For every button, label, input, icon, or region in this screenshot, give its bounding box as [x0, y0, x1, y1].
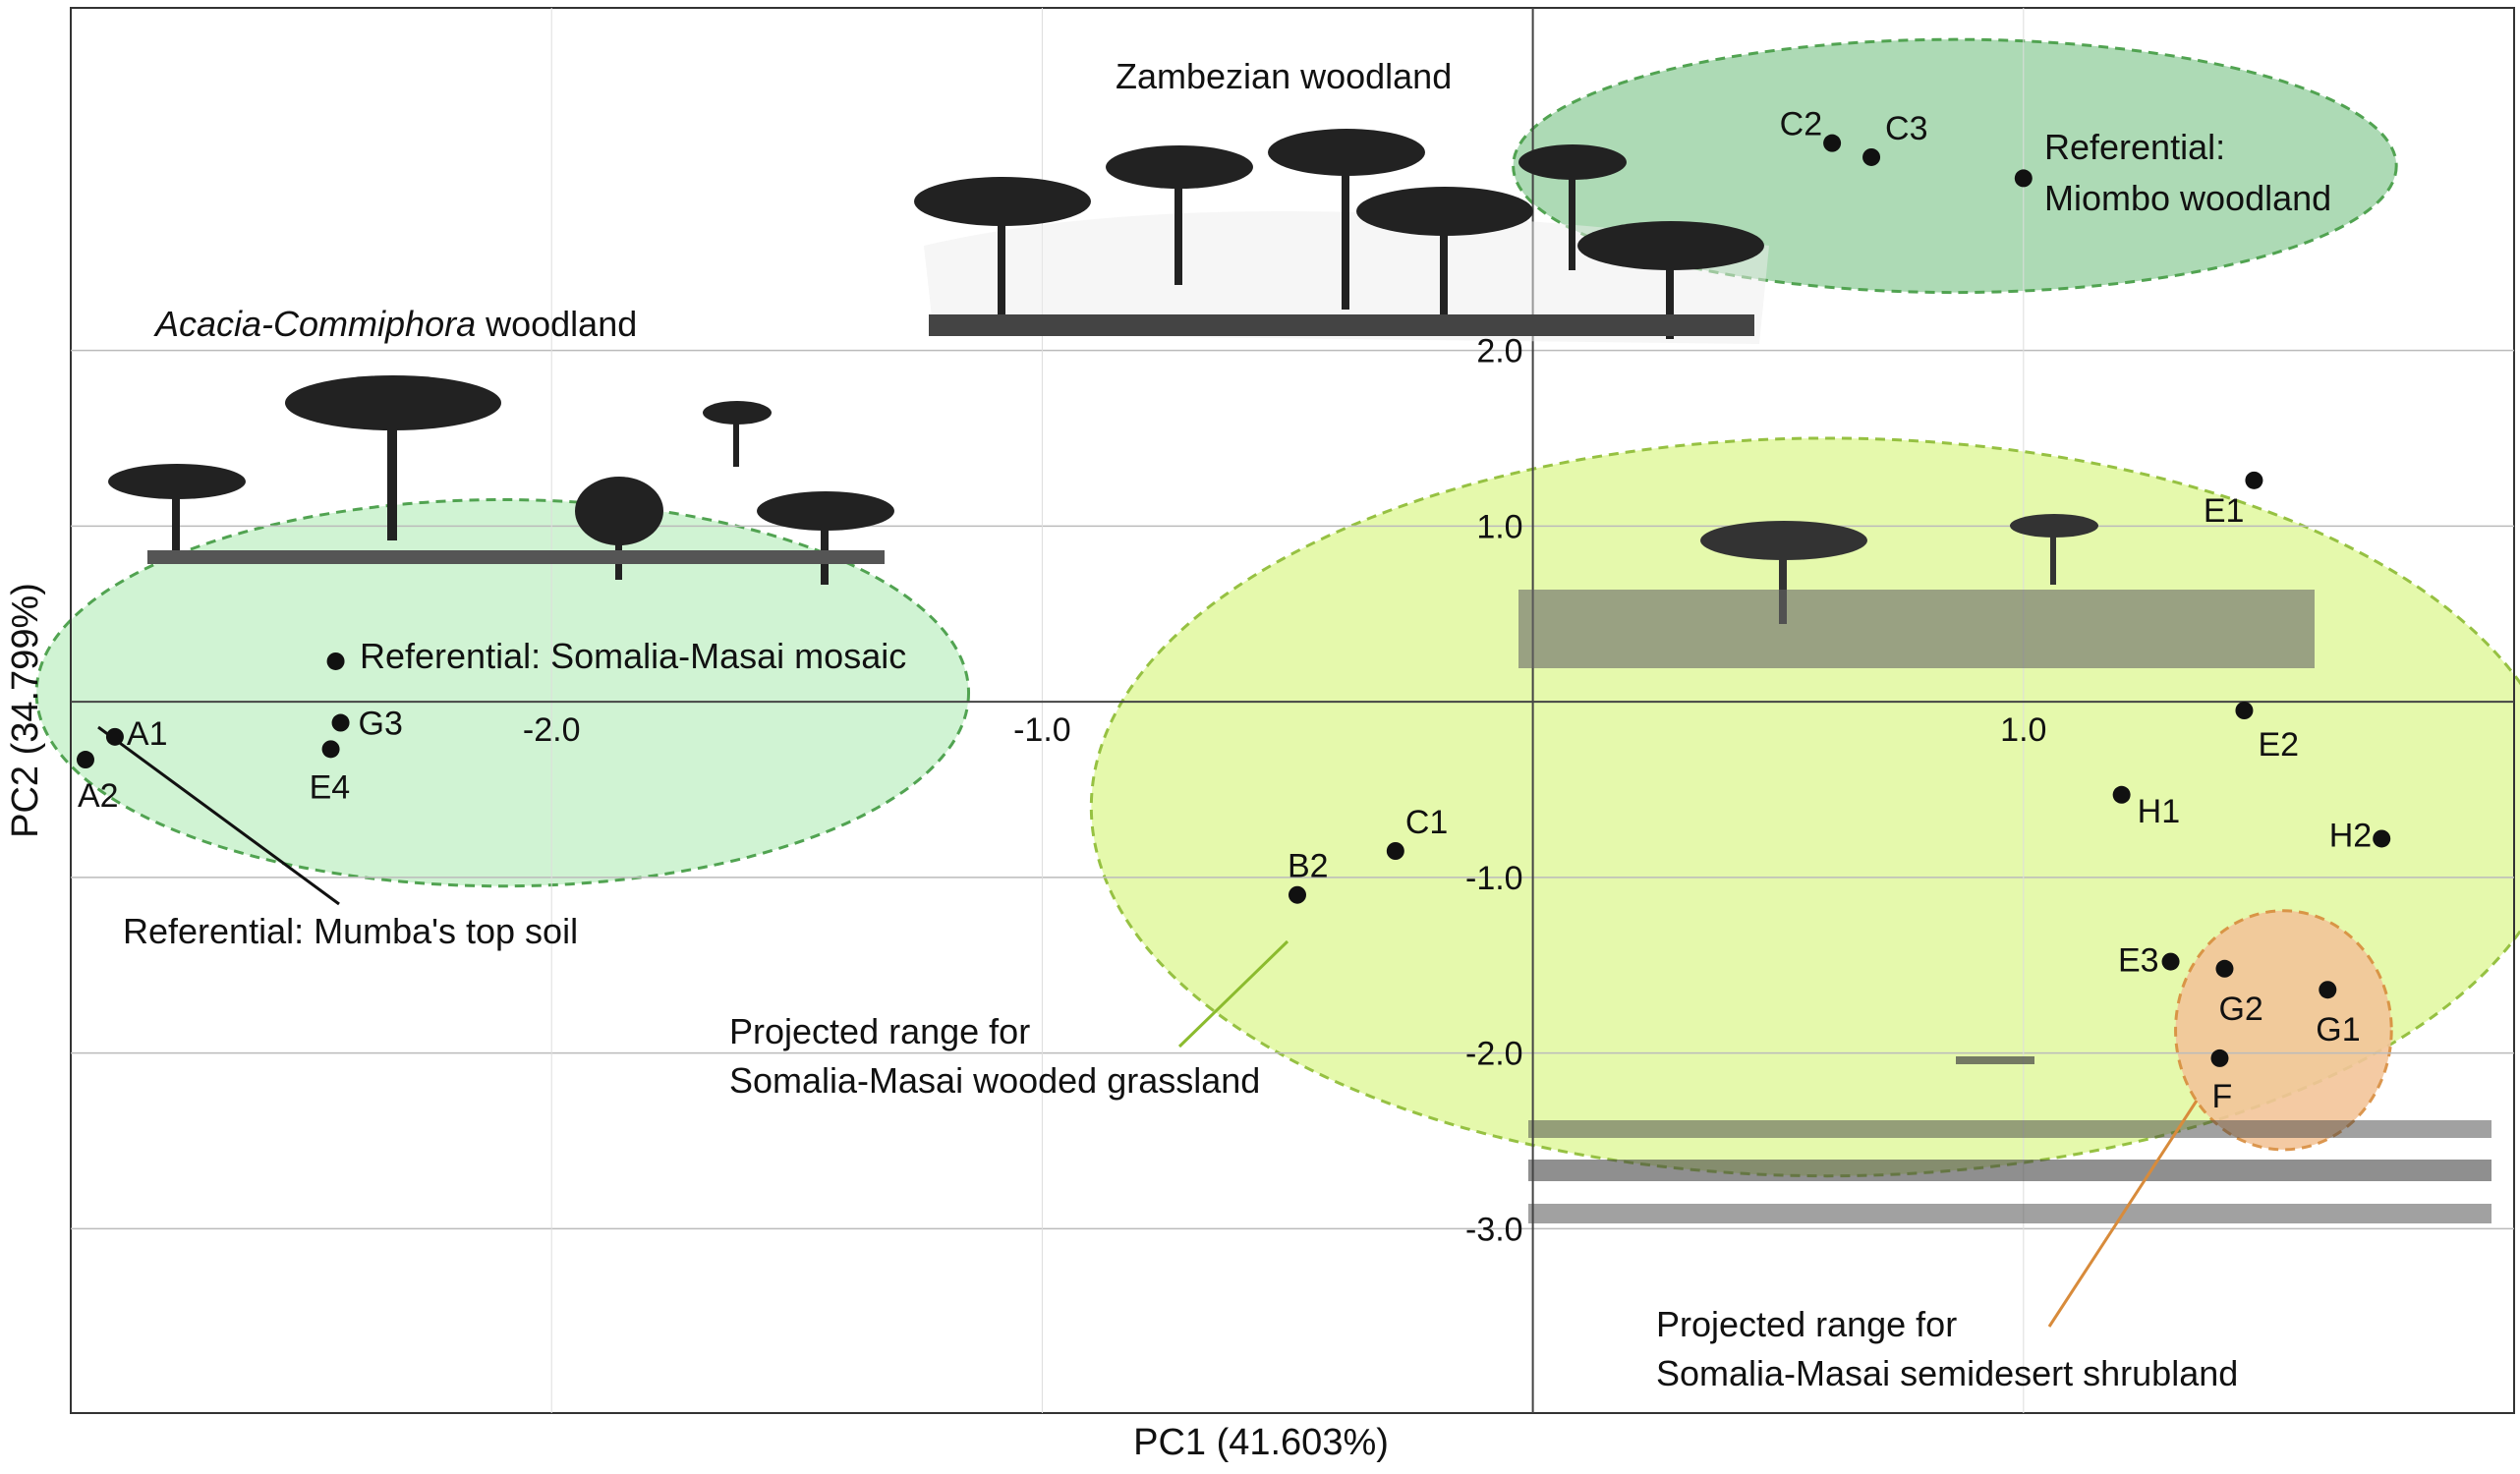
point-label-H2: H2	[2329, 817, 2372, 854]
point-label-C3: C3	[1885, 110, 1927, 147]
point-C2	[1823, 134, 1842, 152]
y-tick-label: -3.0	[1465, 1211, 1523, 1248]
point-label-E3: E3	[2118, 942, 2159, 980]
point-G2	[2215, 959, 2234, 978]
shrubland-label-line1: Projected range for	[1656, 1304, 1957, 1344]
point-referential	[2014, 169, 2033, 188]
point-E2	[2235, 702, 2254, 719]
miombo-label-line1: Referential:	[2044, 127, 2225, 167]
x-axis-title: PC1 (41.603%)	[1133, 1422, 1389, 1463]
point-label-H1: H1	[2138, 793, 2180, 830]
shrubland-leader-line	[2047, 1100, 2199, 1328]
x-tick-label: -2.0	[523, 711, 581, 749]
zambezian-woodland-label: Zambezian woodland	[1116, 56, 1452, 96]
point-label-A2: A2	[78, 777, 119, 815]
point-label-G2: G2	[2218, 991, 2262, 1028]
point-C3	[1862, 147, 1881, 166]
point-label-G3: G3	[359, 706, 403, 743]
x-tick-label: -1.0	[1013, 711, 1071, 749]
point-C1	[1386, 842, 1404, 860]
point-A1	[105, 727, 124, 746]
point-label-E2: E2	[2258, 726, 2299, 764]
mumba-leader-line	[97, 725, 340, 906]
point-referential	[326, 652, 345, 670]
grassland-leader-line	[1177, 939, 1289, 1049]
point-E1	[2245, 471, 2263, 489]
point-E4	[321, 740, 340, 759]
mumba-top-soil-label: Referential: Mumba's top soil	[123, 911, 578, 951]
point-A2	[76, 751, 94, 769]
point-G1	[2319, 981, 2337, 999]
y-tick-label: 2.0	[1476, 333, 1522, 370]
point-label-E4: E4	[310, 768, 351, 806]
y-tick-label: -2.0	[1465, 1036, 1523, 1073]
point-H1	[2112, 785, 2131, 804]
point-B2	[1288, 885, 1306, 904]
wooded-grassland-illustration	[1518, 514, 2315, 668]
miombo-label-line2: Miombo woodland	[2044, 178, 2331, 218]
acacia-commiphora-rest: woodland	[476, 304, 637, 344]
point-F	[2210, 1049, 2229, 1067]
point-label-A1: A1	[127, 715, 168, 753]
point-label-E1: E1	[2204, 492, 2245, 530]
shrubland-label-line2: Somalia-Masai semidesert shrubland	[1656, 1353, 2238, 1393]
plot-frame	[70, 7, 2515, 1414]
tick-label-layer: -2.0 -1.0 1.0 2.0 1.0 -1.0 -2.0 -3.0	[523, 333, 2047, 1249]
acacia-commiphora-italic: Acacia-Commiphora	[153, 304, 476, 344]
point-label-C1: C1	[1405, 804, 1448, 841]
region-somalia-masai-mosaic	[34, 498, 971, 888]
point-E3	[2161, 952, 2180, 971]
x-tick-label: 1.0	[2000, 711, 2046, 749]
point-label-F: F	[2211, 1078, 2232, 1115]
point-label-G1: G1	[2316, 1011, 2360, 1049]
point-label-B2: B2	[1288, 848, 1329, 885]
acacia-commiphora-label: Acacia-Commiphora woodland	[153, 304, 637, 344]
y-axis-title: PC2 (34.799%)	[5, 583, 46, 838]
point-G3	[331, 713, 350, 732]
somalia-masai-mosaic-label: Referential: Somalia-Masai mosaic	[360, 636, 906, 676]
point-label-C2: C2	[1780, 106, 1822, 143]
grassland-label-line1: Projected range for	[729, 1011, 1030, 1051]
zambezian-woodland-illustration	[914, 129, 1769, 344]
y-tick-label: 1.0	[1476, 508, 1522, 545]
point-H2	[2373, 829, 2391, 848]
acacia-woodland-illustration	[108, 375, 894, 585]
semidesert-shrubland-illustration	[1528, 1056, 2491, 1223]
grassland-label-line2: Somalia-Masai wooded grassland	[729, 1060, 1260, 1101]
y-tick-label: -1.0	[1465, 860, 1523, 897]
